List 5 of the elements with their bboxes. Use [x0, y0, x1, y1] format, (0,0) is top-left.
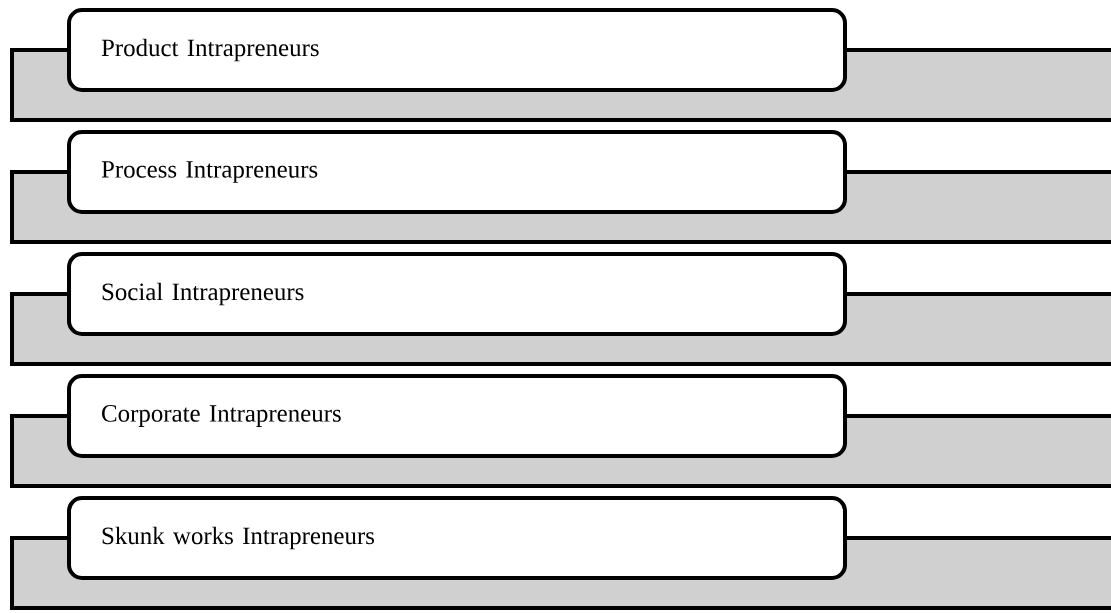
- label-box: Social Intrapreneurs: [67, 252, 847, 336]
- label-box: Process Intrapreneurs: [67, 130, 847, 214]
- label-box: Skunk works Intrapreneurs: [67, 496, 847, 580]
- label-box: Product Intrapreneurs: [67, 8, 847, 92]
- label-box: Corporate Intrapreneurs: [67, 374, 847, 458]
